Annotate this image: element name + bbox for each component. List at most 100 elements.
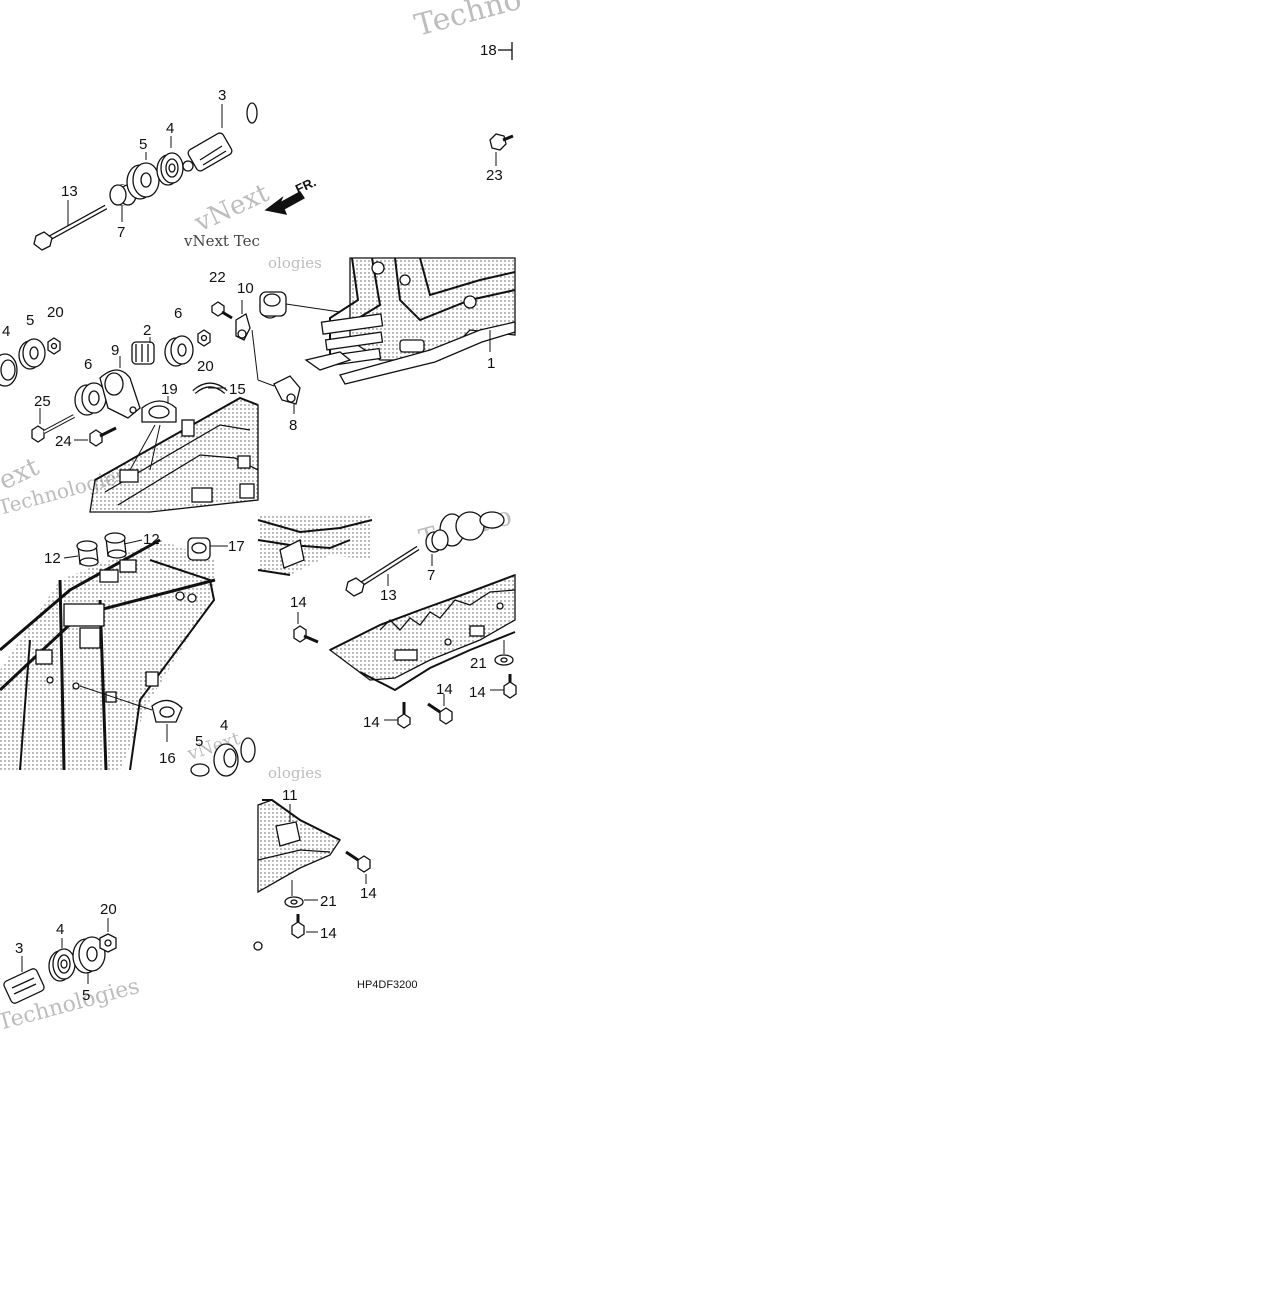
callout-3: 3 xyxy=(218,87,226,104)
callout-19: 19 xyxy=(161,381,178,398)
callout-14: 14 xyxy=(360,885,377,902)
tile-lower-left xyxy=(0,532,256,777)
callout-4: 4 xyxy=(220,717,228,734)
callout-6: 6 xyxy=(84,356,92,373)
callout-6: 6 xyxy=(174,305,182,322)
mount-rubber-part xyxy=(187,537,211,561)
bolt-part xyxy=(427,702,453,725)
skid-plate-part xyxy=(257,799,341,894)
callout-1: 1 xyxy=(487,355,495,372)
rubber-bushing-part xyxy=(156,152,184,186)
bracket-part xyxy=(273,375,301,405)
watermark-text: vNext xyxy=(189,178,274,239)
bushing-part xyxy=(164,335,194,367)
callout-21: 21 xyxy=(320,893,337,910)
main-frame-part xyxy=(304,257,516,385)
bolt-part xyxy=(89,426,117,447)
callout-13: 13 xyxy=(61,183,78,200)
callout-10: 10 xyxy=(237,280,254,297)
callout-3: 3 xyxy=(15,940,23,957)
nut-part xyxy=(47,337,61,355)
tile-bottom-left xyxy=(3,918,117,1004)
tile-mid-right xyxy=(257,257,516,414)
callout-14: 14 xyxy=(469,684,486,701)
front-arrow-icon: FR. xyxy=(264,174,318,215)
clamp-part xyxy=(141,400,177,423)
washer-part xyxy=(284,896,304,908)
washer-part xyxy=(494,654,514,666)
bushing-part xyxy=(190,763,210,777)
bolt-part xyxy=(291,914,305,939)
callout-7: 7 xyxy=(117,224,125,241)
bolt-part xyxy=(293,625,319,644)
callout-25: 25 xyxy=(34,393,51,410)
watermark-text: ologies xyxy=(268,254,322,272)
bracket-part xyxy=(235,313,251,341)
bolt-part xyxy=(211,301,233,320)
bushing-part xyxy=(126,162,160,200)
bolt-part xyxy=(33,204,108,251)
watermark-text: vNext Tec xyxy=(183,232,260,250)
callout-15: 15 xyxy=(229,381,246,398)
frame-part xyxy=(89,396,259,513)
tile-top-left: FR. xyxy=(33,102,318,251)
rear-frame-part xyxy=(0,538,216,771)
collar-part xyxy=(425,529,449,553)
tile-mid-left xyxy=(0,300,259,513)
callout-21: 21 xyxy=(470,655,487,672)
callout-4: 4 xyxy=(56,921,64,938)
callout-4: 4 xyxy=(2,323,10,340)
callout-5: 5 xyxy=(82,987,90,1004)
nut-part xyxy=(197,329,211,347)
bushing-part xyxy=(18,338,46,370)
collar-part xyxy=(131,341,155,365)
callout-5: 5 xyxy=(26,312,34,329)
frame-part xyxy=(257,515,373,576)
mount-rubber-part xyxy=(76,540,99,567)
rubber-bushing-part xyxy=(48,948,76,982)
callout-16: 16 xyxy=(159,750,176,767)
callout-14: 14 xyxy=(290,594,307,611)
callout-22: 22 xyxy=(209,269,226,286)
callout-7: 7 xyxy=(427,567,435,584)
collar-part xyxy=(259,291,287,319)
tile-top-right xyxy=(489,42,514,166)
tile-lower-right xyxy=(257,511,517,729)
callout-5: 5 xyxy=(139,136,147,153)
nut-part xyxy=(99,933,117,953)
callout-17: 17 xyxy=(228,538,245,555)
callout-14: 14 xyxy=(320,925,337,942)
bolt-part xyxy=(345,545,420,597)
drawing-code: HP4DF3200 xyxy=(357,979,418,991)
callout-14: 14 xyxy=(436,681,453,698)
callout-20: 20 xyxy=(100,901,117,918)
callout-20: 20 xyxy=(197,358,214,375)
callout-11: 11 xyxy=(282,787,298,804)
callout-2: 2 xyxy=(143,322,151,339)
callout-9: 9 xyxy=(111,342,119,359)
callout-12: 12 xyxy=(143,531,160,548)
bolt-part xyxy=(503,674,517,699)
callout-12: 12 xyxy=(44,550,61,567)
pivot-shaft-part xyxy=(182,102,258,172)
pivot-shaft-part xyxy=(3,968,45,1004)
watermark-text: Techno xyxy=(411,0,525,44)
callout-20: 20 xyxy=(47,304,64,321)
tile-bottom-right xyxy=(253,799,371,951)
bushing-part xyxy=(72,936,106,974)
watermark-text: ologies xyxy=(268,764,322,782)
bolt-part xyxy=(31,414,75,443)
band-part xyxy=(192,382,228,394)
bushing-part xyxy=(74,382,107,416)
rubber-bushing-part xyxy=(0,353,18,387)
callout-24: 24 xyxy=(55,433,72,450)
callout-23: 23 xyxy=(486,167,503,184)
skid-plate-part xyxy=(328,574,516,692)
callout-14: 14 xyxy=(363,714,380,731)
front-arrow-label: FR. xyxy=(293,174,318,196)
bolt-part xyxy=(397,702,411,729)
clamp-part xyxy=(151,699,183,723)
callout-13: 13 xyxy=(380,587,397,604)
